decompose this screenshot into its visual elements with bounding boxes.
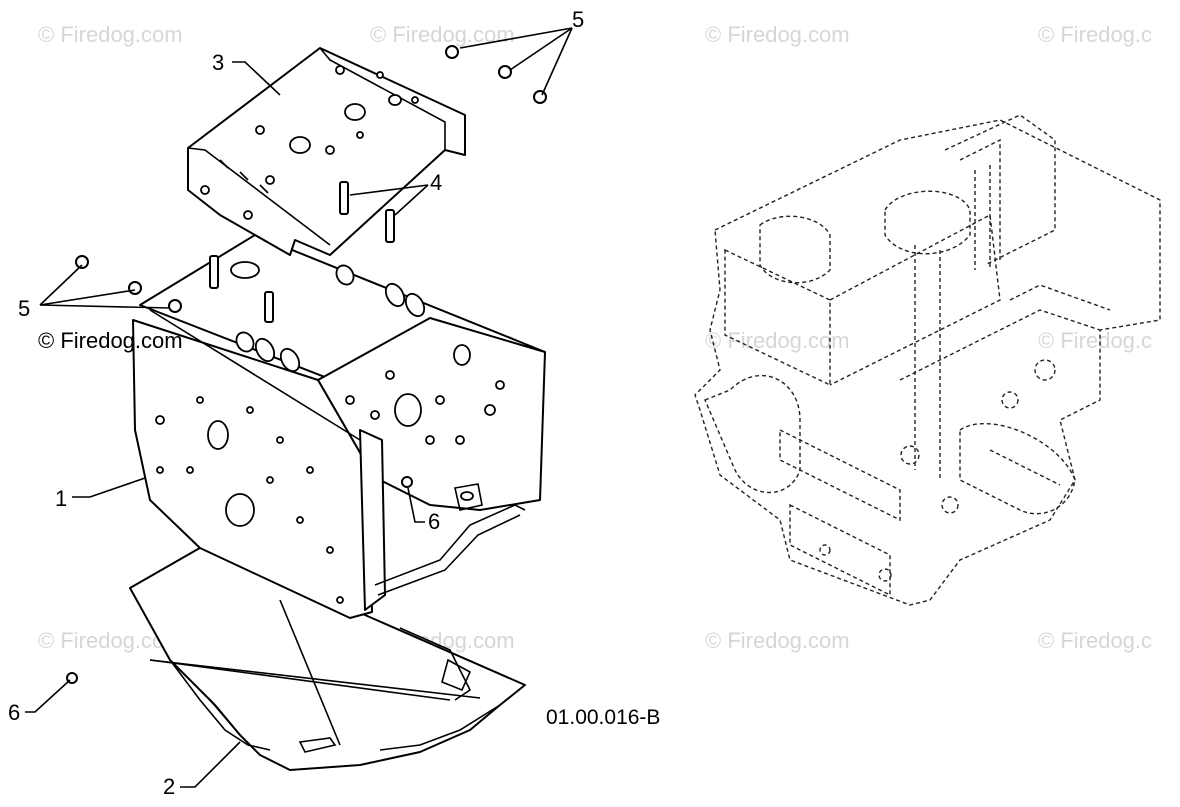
engine-outline: [694, 114, 1161, 606]
screw-group: [66, 476, 413, 684]
stud-group: [209, 181, 395, 323]
watermark: © Firedog.com: [705, 328, 850, 353]
drawing-number: 01.00.016-B: [546, 706, 660, 729]
callout-top-cover: 3: [212, 50, 224, 75]
watermark-clipped: © Firedog.c: [1038, 22, 1152, 47]
callout-bolts-upper: 5: [572, 7, 584, 32]
callout-skid-plate: 2: [163, 774, 175, 799]
callout-bolts-left: 5: [18, 296, 30, 321]
bolt-group: [75, 45, 547, 313]
leader-lines: [25, 27, 573, 788]
callout-frame: 1: [55, 486, 67, 511]
watermark: © Firedog.com: [38, 22, 183, 47]
callout-studs: 4: [430, 170, 442, 195]
watermark-dark: © Firedog.com: [38, 328, 183, 353]
callout-screw-plate: 6: [8, 700, 20, 725]
callout-screw-frame: 6: [428, 509, 440, 534]
frame-part: [132, 234, 546, 619]
watermark: © Firedog.com: [705, 22, 850, 47]
top-cover-part: [187, 47, 466, 256]
skid-plate-part: [129, 544, 526, 771]
watermark: © Firedog.com: [705, 628, 850, 653]
watermark: © Firedog.com: [370, 22, 515, 47]
watermark-clipped: © Firedog.c: [1038, 328, 1152, 353]
watermark-clipped: © Firedog.c: [1038, 628, 1152, 653]
